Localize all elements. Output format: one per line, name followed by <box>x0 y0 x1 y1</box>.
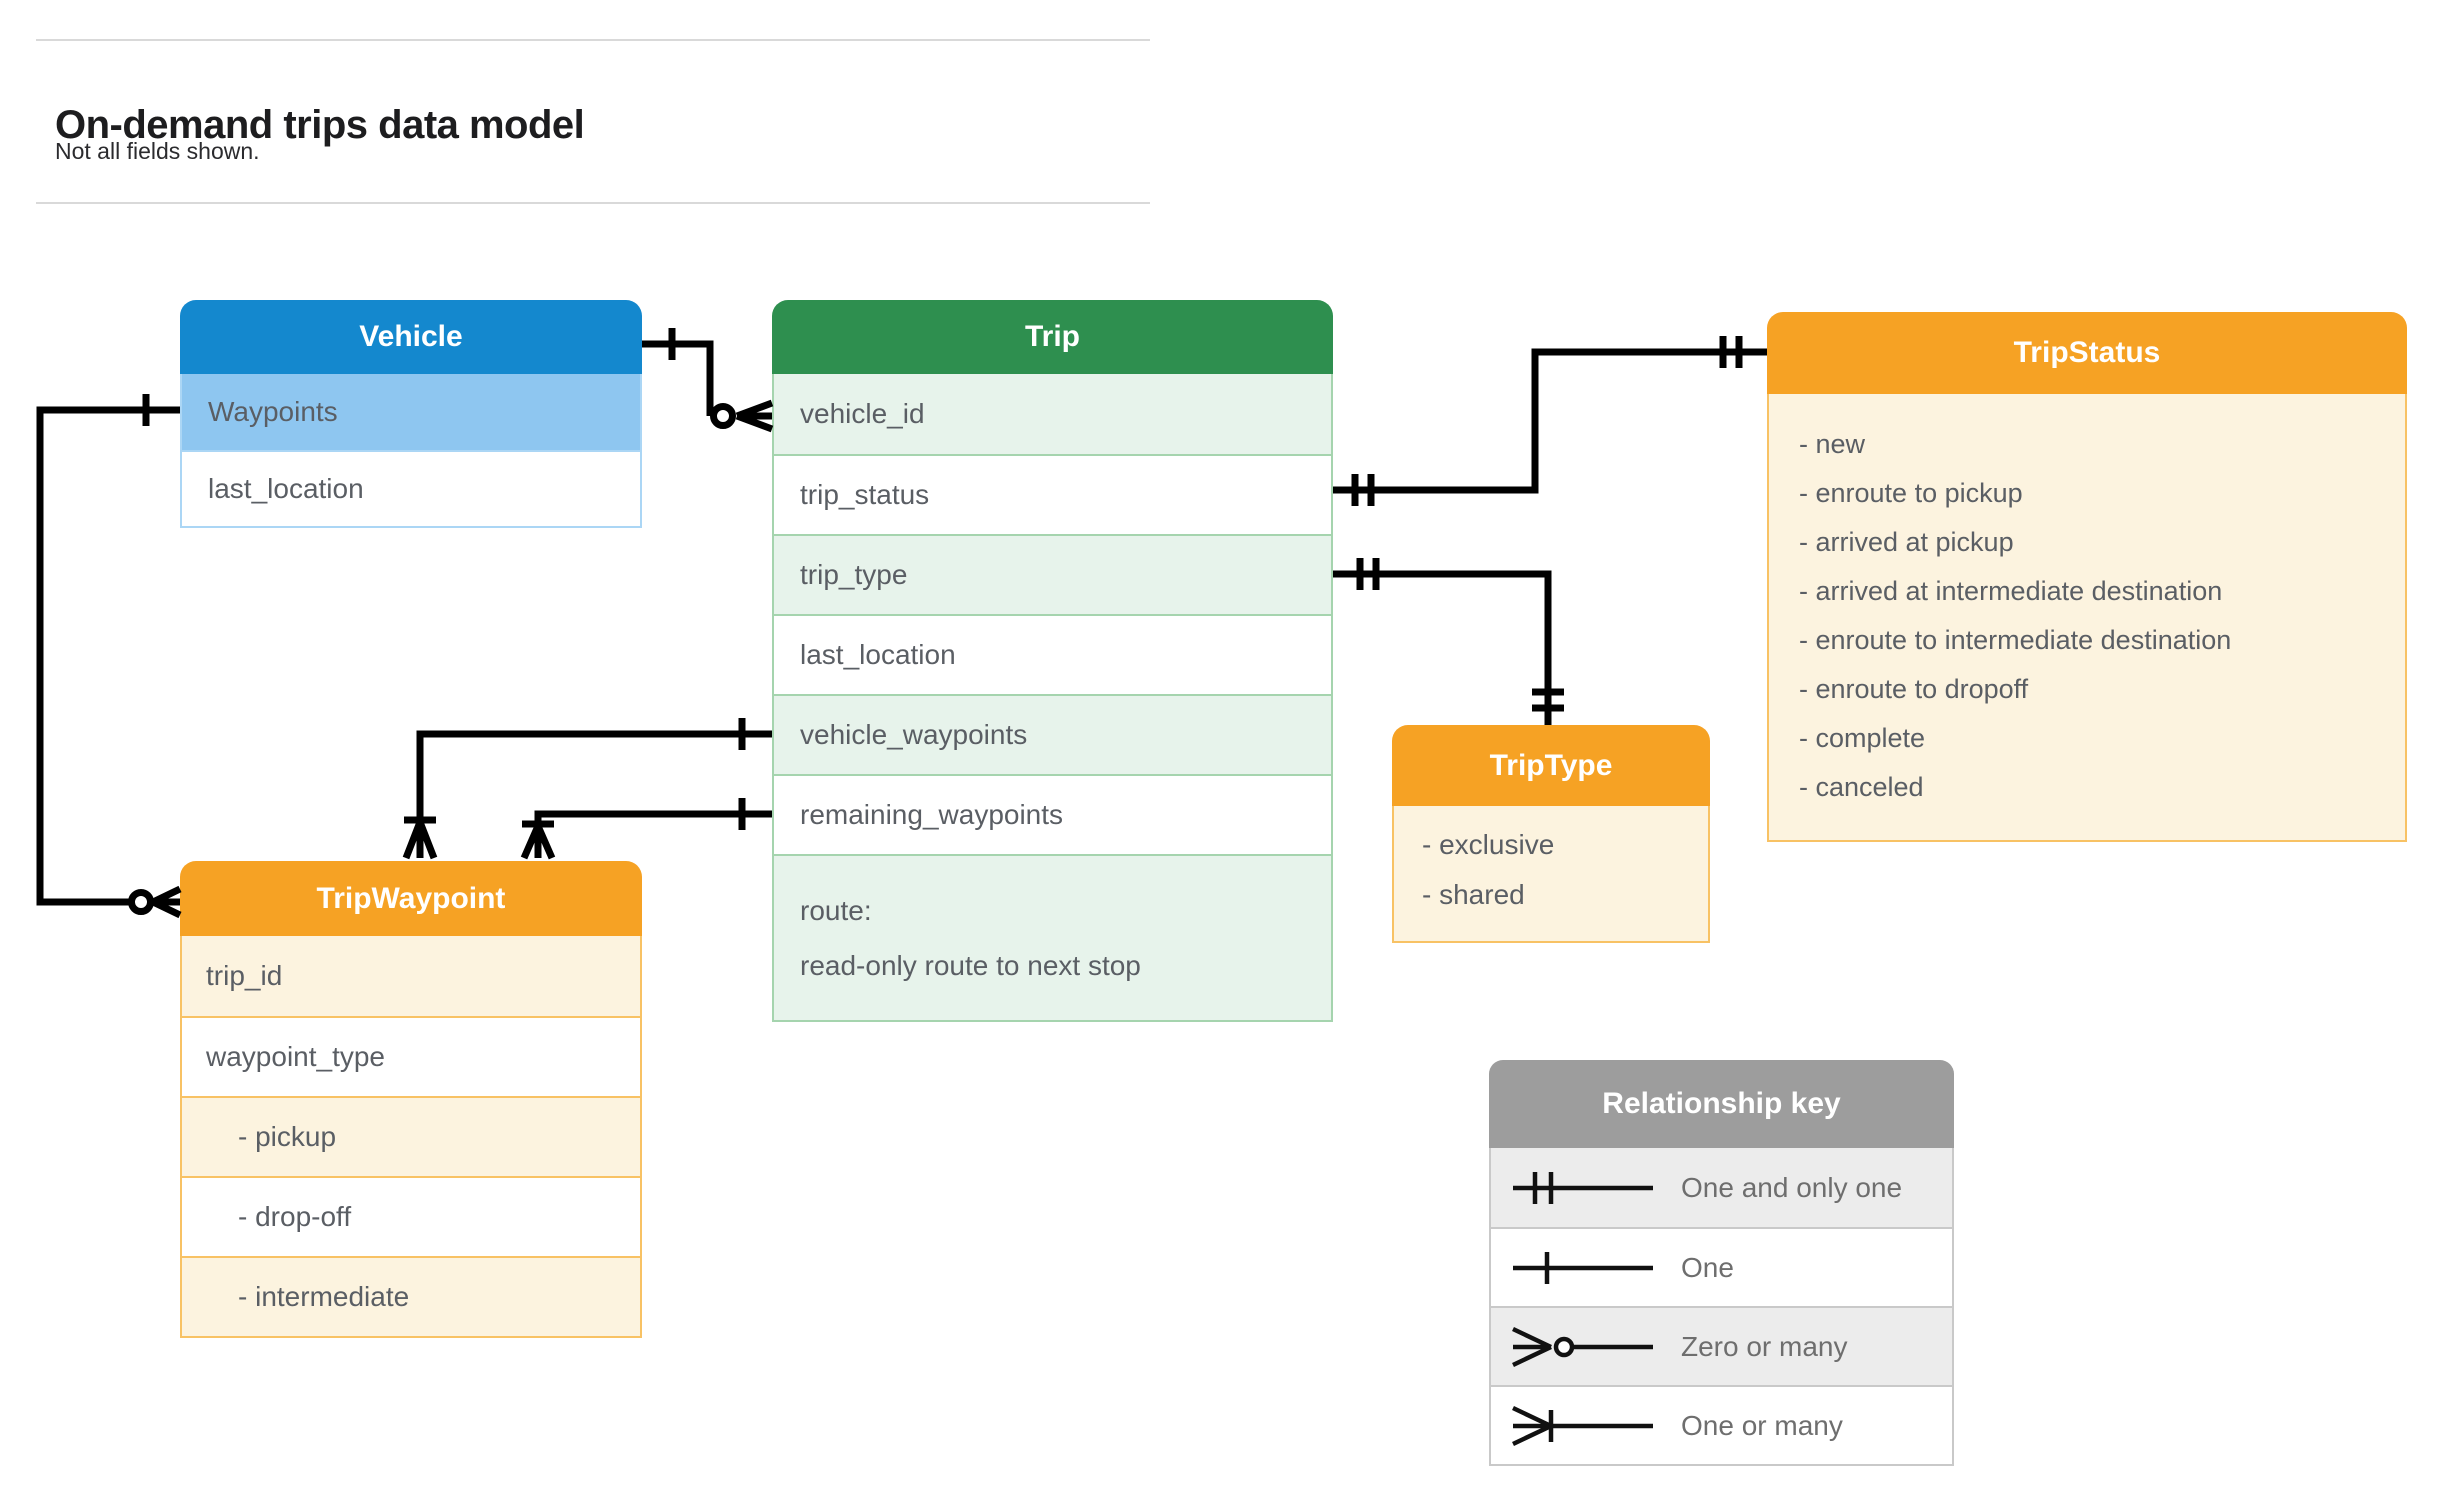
key-row-one-and-only-one: One and only one <box>1491 1148 1952 1227</box>
trip-type-table-body: - exclusive - shared <box>1392 806 1710 943</box>
trip-status-table: TripStatus - new - enroute to pickup - a… <box>1767 312 2407 842</box>
key-label: Zero or many <box>1681 1330 1848 1362</box>
trip-status-item: - new <box>1799 429 1866 459</box>
vehicle-trip-connector <box>642 328 774 433</box>
trip-status-table-header: TripStatus <box>1767 312 2407 394</box>
divider-bottom <box>36 202 1150 204</box>
relationship-key-header: Relationship key <box>1489 1060 1954 1148</box>
trip-table-body: vehicle_id trip_status trip_type last_lo… <box>772 374 1333 1022</box>
trip-waypoint-row-drop-off: - drop-off <box>182 1176 640 1256</box>
page-title: On-demand trips data model <box>55 102 585 147</box>
trip-row-remaining-waypoints: remaining_waypoints <box>774 774 1331 854</box>
trip-table-header: Trip <box>772 300 1333 374</box>
trip-status-item: - arrived at pickup <box>1799 527 2014 557</box>
zero-or-many-symbol <box>1512 1326 1653 1367</box>
tripstatus-connector <box>1333 336 1767 506</box>
relationship-key: Relationship key One and only one One Ze… <box>1489 1060 1954 1466</box>
trip-row-trip-status: trip_status <box>774 454 1331 534</box>
trip-waypoint-table-header: TripWaypoint <box>180 861 642 936</box>
trip-status-item: - arrived at intermediate destination <box>1799 576 2223 606</box>
trip-waypoint-row-pickup: - pickup <box>182 1096 640 1176</box>
key-row-one: One <box>1491 1227 1952 1306</box>
trip-waypoint-table-body: trip_id waypoint_type - pickup - drop-of… <box>180 936 642 1338</box>
page-subtitle: Not all fields shown. <box>55 138 260 164</box>
trip-type-table-header: TripType <box>1392 725 1710 806</box>
trip-status-item: - canceled <box>1799 772 1924 802</box>
trip-status-item: - enroute to intermediate destination <box>1799 625 2232 655</box>
trip-route-line2: read-only route to next stop <box>800 950 1141 981</box>
trip-waypoint-row-waypoint-type: waypoint_type <box>182 1016 640 1096</box>
trip-type-item: - exclusive <box>1422 829 1555 860</box>
one-symbol <box>1513 1251 1653 1284</box>
trip-row-vehicle-waypoints: vehicle_waypoints <box>774 694 1331 774</box>
one-or-many-symbol <box>1512 1405 1653 1446</box>
trip-row-last-location: last_location <box>774 614 1331 694</box>
triptype-connector <box>1333 558 1564 725</box>
trip-status-item: - complete <box>1799 723 1926 753</box>
key-label: One <box>1681 1251 1734 1283</box>
key-label: One and only one <box>1681 1171 1903 1203</box>
trip-type-table: TripType - exclusive - shared <box>1392 725 1710 943</box>
vehicle-table-body: Waypoints last_location <box>180 374 642 528</box>
vehicle-row-last-location: last_location <box>182 450 640 526</box>
one-and-only-one-symbol <box>1513 1171 1653 1204</box>
relationship-key-body: One and only one One Zero or many One or… <box>1489 1148 1954 1466</box>
trip-status-item: - enroute to dropoff <box>1799 674 2029 704</box>
key-row-zero-or-many: Zero or many <box>1491 1306 1952 1385</box>
trip-table: Trip vehicle_id trip_status trip_type la… <box>772 300 1333 1022</box>
vehicle-table: Vehicle Waypoints last_location <box>180 300 642 528</box>
trip-waypoint-row-trip-id: trip_id <box>182 936 640 1016</box>
trip-type-item: - shared <box>1422 879 1525 910</box>
divider-top <box>36 39 1150 41</box>
vehicle-table-header: Vehicle <box>180 300 642 374</box>
trip-status-item: - enroute to pickup <box>1799 478 2023 508</box>
key-label: One or many <box>1681 1409 1843 1441</box>
trip-waypoint-table: TripWaypoint trip_id waypoint_type - pic… <box>180 861 642 1338</box>
key-row-one-or-many: One or many <box>1491 1385 1952 1464</box>
vehicle-tripwaypoint-connector <box>36 394 182 919</box>
trip-waypoint-row-intermediate: - intermediate <box>182 1256 640 1336</box>
trip-route-line1: route: <box>800 895 872 926</box>
trip-row-trip-type: trip_type <box>774 534 1331 614</box>
remaining-waypoints-connector <box>520 798 772 860</box>
trip-row-vehicle-id: vehicle_id <box>774 374 1331 454</box>
trip-row-route: route: read-only route to next stop <box>774 854 1331 1020</box>
vehicle-waypoints-connector <box>402 718 772 860</box>
trip-status-table-body: - new - enroute to pickup - arrived at p… <box>1767 394 2407 842</box>
vehicle-row-waypoints: Waypoints <box>182 374 640 450</box>
